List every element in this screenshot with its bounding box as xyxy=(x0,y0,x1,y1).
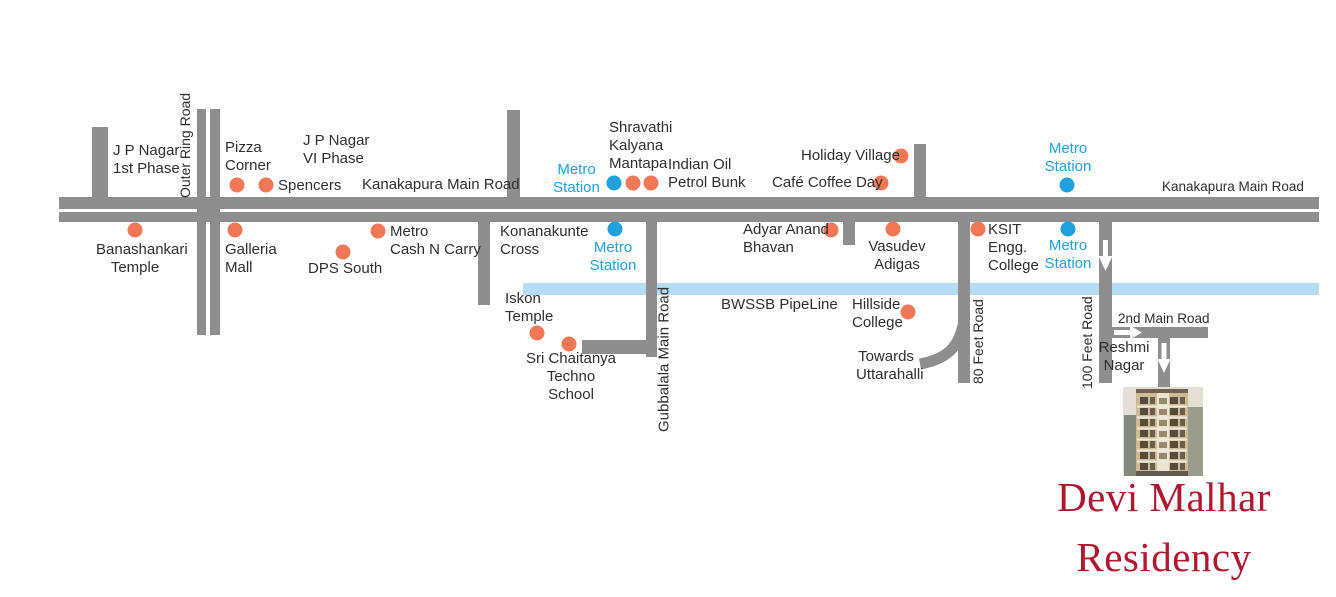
label-metro-station-konanakunte: Metro Station xyxy=(589,239,637,274)
label-banashankari-temple: Banashankari Temple xyxy=(96,241,188,276)
label-100-feet-road: 100 Feet Road xyxy=(1079,296,1095,389)
label-adyar-anand-bhavan: Adyar Anand Bhavan xyxy=(743,221,829,256)
project-name-line2: Residency xyxy=(1076,534,1252,580)
metro-dot-shravathi xyxy=(606,175,622,191)
label-pizza-corner: Pizza Corner xyxy=(225,139,271,174)
landmark-dot-dps-south xyxy=(335,244,351,260)
label-holiday-village: Holiday Village xyxy=(801,147,900,164)
landmark-dot-pizza-corner xyxy=(229,177,245,193)
landmark-dot-iskon-temple xyxy=(529,325,545,341)
label-gubbalala-main-road: Gubbalala Main Road xyxy=(655,286,673,432)
road-divider xyxy=(59,209,197,212)
landmark-dot-spencers xyxy=(258,177,274,193)
metro-dot-ksit xyxy=(1060,221,1076,237)
label-jp-nagar-vi-phase: J P Nagar VI Phase xyxy=(303,132,370,167)
road-divider xyxy=(220,209,1319,212)
label-bwssb-pipeline: BWSSB PipeLine xyxy=(721,296,838,313)
landmark-dot-cafe-coffee-day xyxy=(873,175,889,191)
metro-dot-konanakunte xyxy=(607,221,623,237)
label-konanakunte-cross: Konanakunte Cross xyxy=(500,223,589,258)
label-80-feet-road: 80 Feet Road xyxy=(970,299,986,384)
landmark-dot-shravathi-1 xyxy=(625,175,641,191)
label-metro-station-top-right: Metro Station xyxy=(1044,140,1092,175)
landmark-dot-sri-chaitanya xyxy=(561,336,577,352)
road-divider xyxy=(206,109,210,197)
label-metro-cash-n-carry: Metro Cash N Carry xyxy=(390,223,481,258)
road-divider xyxy=(206,222,210,335)
road-reshmi-stub xyxy=(1158,338,1170,388)
landmark-dot-galleria-mall xyxy=(227,222,243,238)
landmark-dot-ksit xyxy=(970,221,986,237)
landmark-dot-hillside-college xyxy=(900,304,916,320)
road-above-kanakapura xyxy=(507,110,520,197)
road-jp-nagar-1st xyxy=(92,127,108,197)
bwssb-pipeline-band xyxy=(523,283,1319,295)
road-sri-chaitanya-stub xyxy=(582,340,646,354)
project-name-line1: Devi Malhar xyxy=(1057,474,1271,520)
label-reshmi-nagar: Reshmi Nagar xyxy=(1098,339,1150,374)
label-jp-nagar-1st-phase: J P Nagar 1st Phase xyxy=(113,142,180,177)
label-vasudev-adigas: Vasudev Adigas xyxy=(868,238,926,273)
label-dps-south: DPS South xyxy=(308,260,383,277)
road-2nd-main xyxy=(1112,327,1208,338)
label-hillside-college: Hillside College xyxy=(852,296,903,331)
label-indian-oil-petrol-bunk: Indian Oil Petrol Bunk xyxy=(668,156,746,191)
label-kanakapura-main-road-left: Kanakapura Main Road xyxy=(362,176,520,193)
label-galleria-mall: Galleria Mall xyxy=(225,241,277,276)
label-sri-chaitanya-techno-school: Sri Chaitanya Techno School xyxy=(525,350,617,403)
label-cafe-coffee-day: Café Coffee Day xyxy=(772,174,883,191)
landmark-dot-metro-cash-n-carry xyxy=(370,223,386,239)
label-metro-station-shravathi: Metro Station xyxy=(553,161,600,196)
road-konanakunte xyxy=(478,222,490,305)
label-metro-station-ksit: Metro Station xyxy=(1044,237,1092,272)
landmark-dot-banashankari-temple xyxy=(127,222,143,238)
label-towards-uttarahalli: Towards Uttarahalli xyxy=(856,348,924,383)
landmark-dot-adyar-anand-bhavan xyxy=(823,222,839,238)
road-stub-adyar xyxy=(843,222,855,245)
landmark-dot-shravathi-2 xyxy=(643,175,659,191)
label-kanakapura-main-road-right: Kanakapura Main Road xyxy=(1162,179,1304,194)
label-2nd-main-road: 2nd Main Road xyxy=(1118,311,1210,326)
road-gubbalala-main xyxy=(646,222,657,357)
building-photo xyxy=(1123,387,1203,476)
metro-dot-top-right xyxy=(1059,177,1075,193)
road-holiday-village xyxy=(914,144,926,197)
landmark-dot-vasudev-adigas xyxy=(885,221,901,237)
label-iskon-temple: Iskon Temple xyxy=(505,290,554,325)
label-spencers: Spencers xyxy=(278,177,342,194)
label-ksit-engg-college: KSIT Engg. College xyxy=(988,221,1039,274)
label-outer-ring-road: Outer Ring Road xyxy=(177,92,193,198)
landmark-dot-holiday-village xyxy=(893,148,909,164)
label-shravathi-kalyana-mantapa: Shravathi Kalyana Mantapa xyxy=(609,119,673,172)
